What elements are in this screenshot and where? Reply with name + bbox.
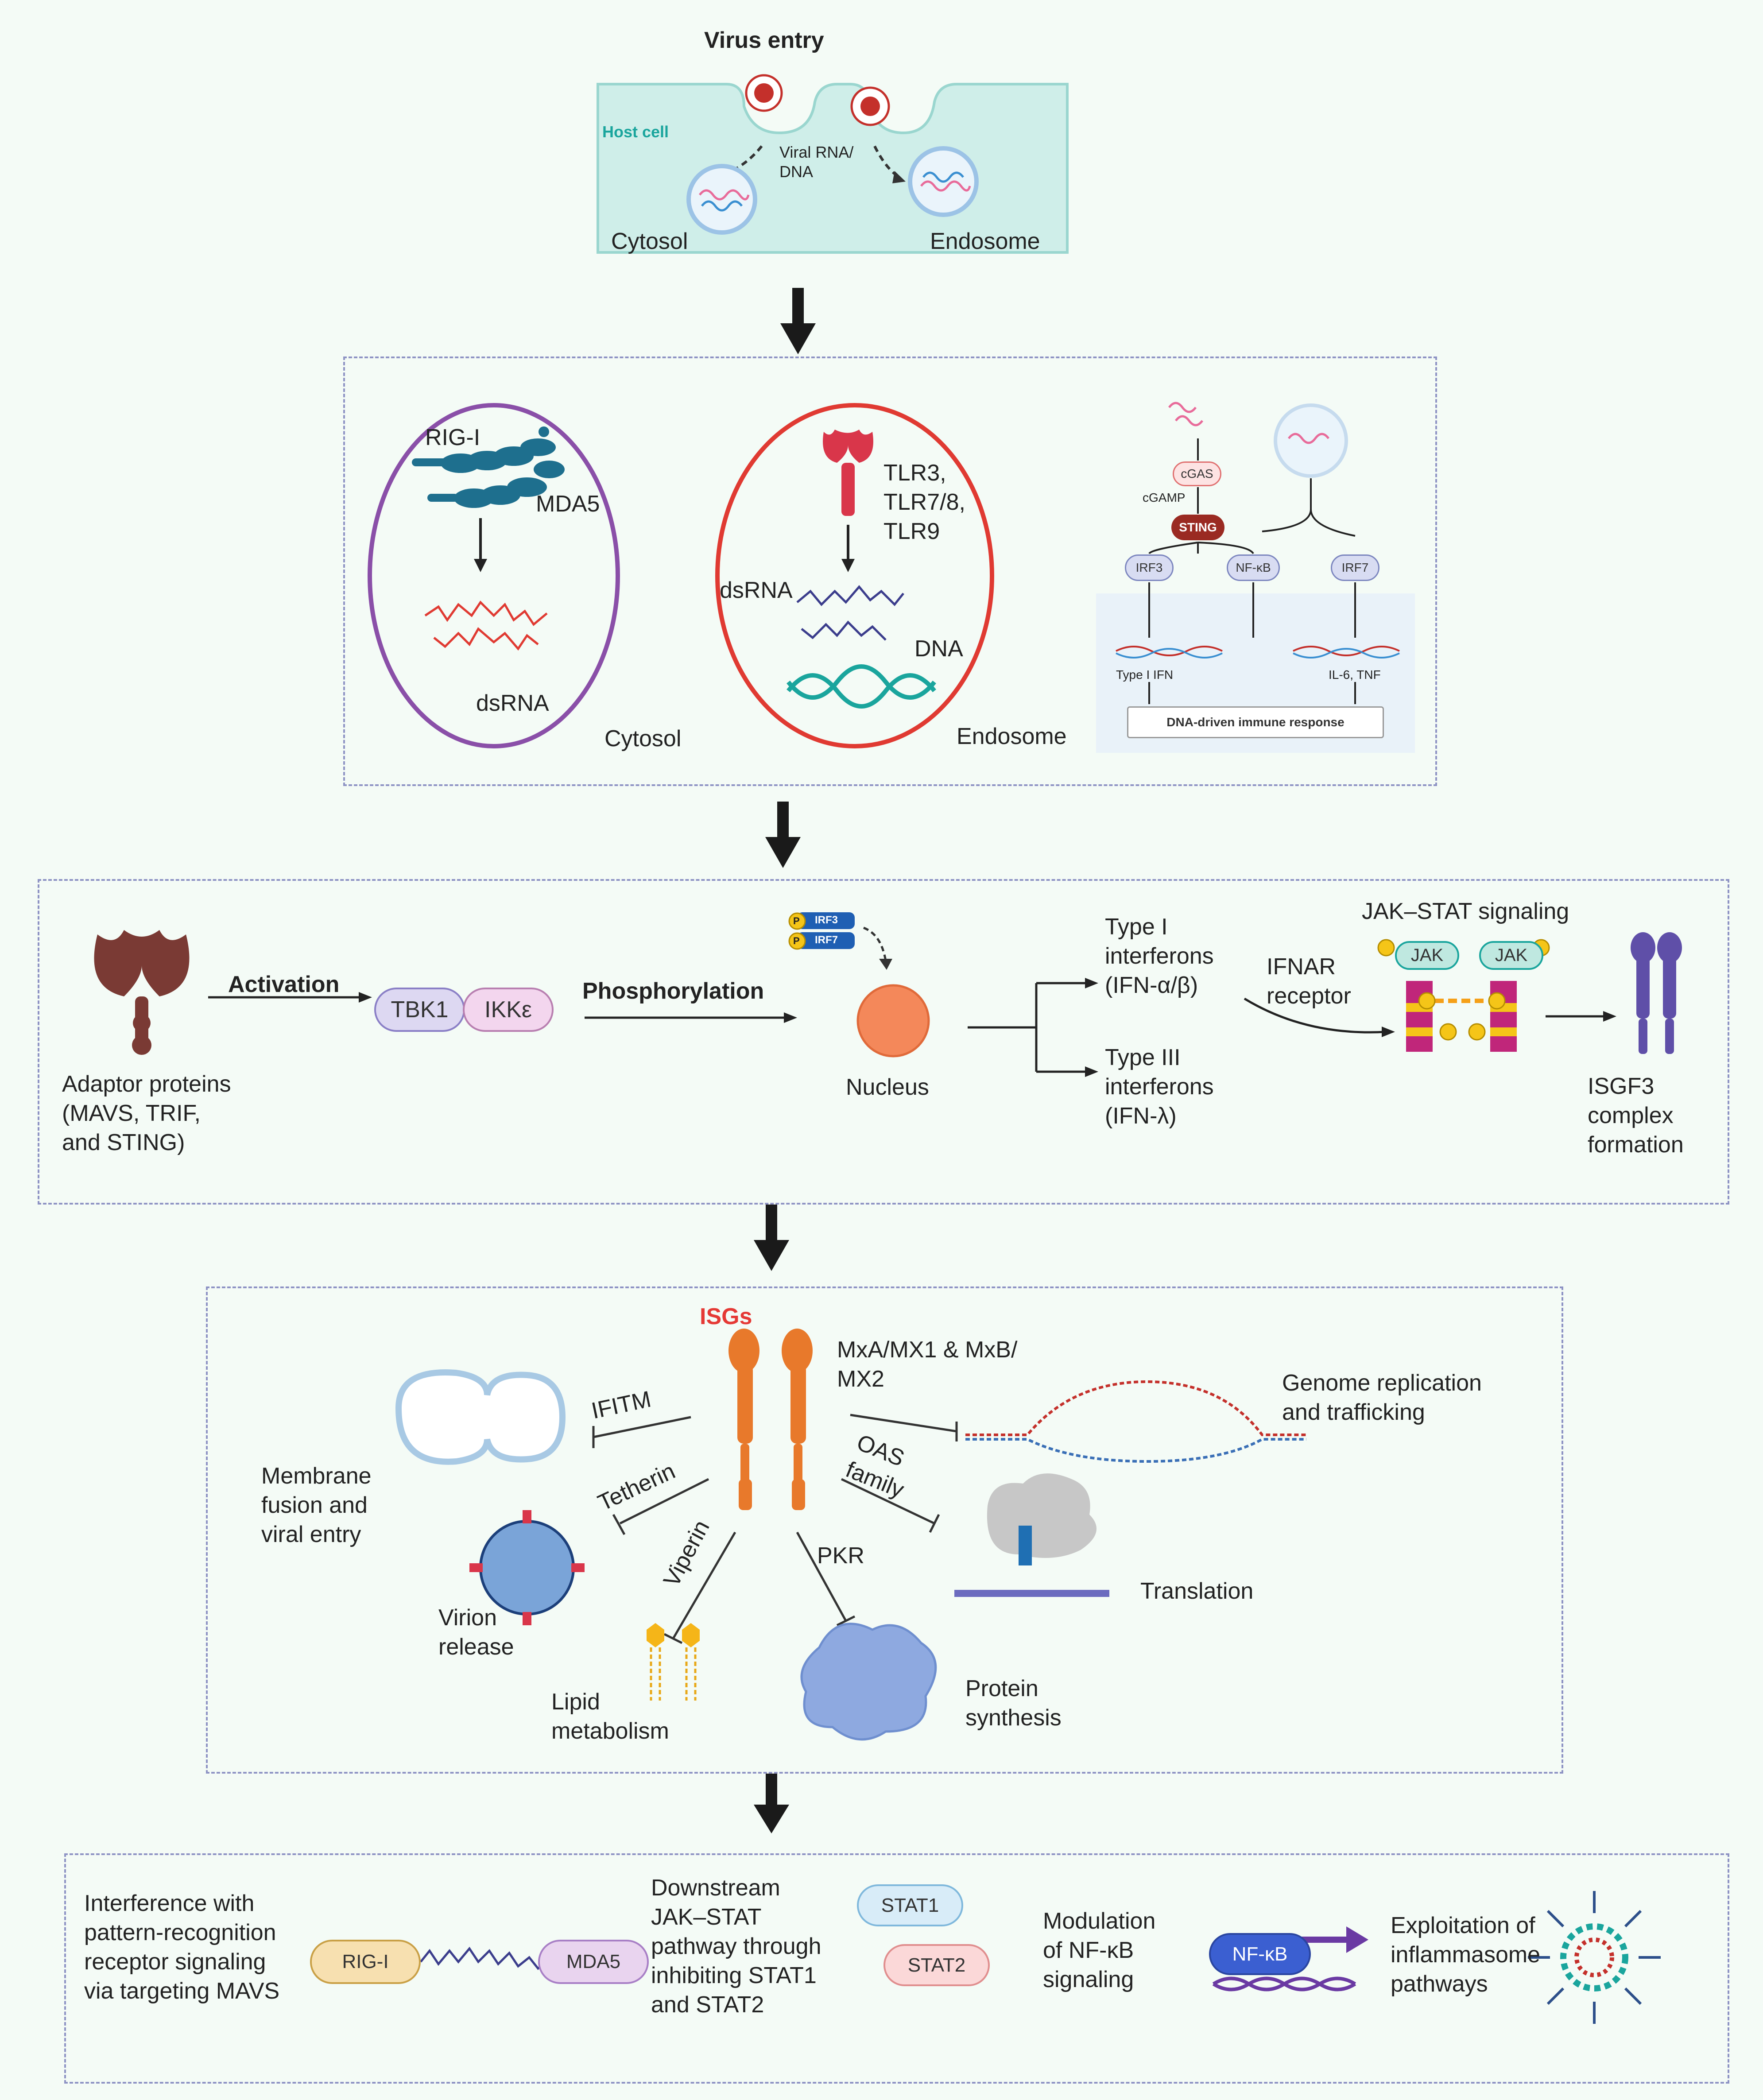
inflammasome-label: Exploitation of inflammasome pathways bbox=[1391, 1913, 1541, 1997]
evasion-panel bbox=[64, 1853, 1729, 2084]
jak-node-right: JAK bbox=[1479, 941, 1543, 970]
jak-stat-label: JAK–STAT signaling bbox=[1362, 899, 1569, 924]
type1-interferons-label: Type I interferons (IFN-α/β) bbox=[1105, 914, 1214, 998]
dna-label: DNA bbox=[914, 636, 963, 662]
pkr-label: PKR bbox=[817, 1543, 864, 1569]
il6-tnf-label: IL-6, TNF bbox=[1329, 668, 1381, 682]
virion-release-label: Virion release bbox=[438, 1605, 514, 1660]
cgamp-label: cGAMP bbox=[1143, 491, 1186, 504]
translation-label: Translation bbox=[1140, 1578, 1254, 1604]
stat1-pill: STAT1 bbox=[857, 1884, 963, 1926]
mda5-pill: MDA5 bbox=[538, 1940, 649, 1984]
irf7-node-mini: IRF7 bbox=[1331, 554, 1379, 581]
isgs-title: ISGs bbox=[700, 1304, 752, 1329]
tbk1-node: TBK1 bbox=[374, 988, 465, 1032]
endosome-label-panel: Endosome bbox=[957, 724, 1067, 749]
activation-label: Activation bbox=[228, 972, 340, 997]
protein-synthesis-label: Protein synthesis bbox=[965, 1676, 1062, 1731]
downstream-label: Downstream JAK–STAT pathway through inhi… bbox=[651, 1875, 821, 2018]
dsrna-endosome-label: dsRNA bbox=[720, 577, 793, 603]
isgs-panel bbox=[206, 1286, 1563, 1774]
mda5-label: MDA5 bbox=[536, 491, 600, 517]
type1-ifn-mini-label: Type I IFN bbox=[1116, 668, 1174, 682]
irf3-label: IRF3 bbox=[815, 914, 838, 926]
adaptor-proteins-label: Adaptor proteins (MAVS, TRIF, and STING) bbox=[62, 1071, 231, 1155]
genome-replication-label: Genome replication and trafficking bbox=[1282, 1370, 1482, 1425]
recognition-panel bbox=[343, 356, 1437, 786]
jak-node-left: JAK bbox=[1395, 941, 1459, 970]
cytosol-label-top: Cytosol bbox=[611, 229, 688, 254]
rig-i-label: RIG-I bbox=[425, 425, 480, 450]
endosome-label-top: Endosome bbox=[930, 229, 1040, 254]
isgf3-label: ISGF3 complex formation bbox=[1588, 1073, 1684, 1158]
lipid-metabolism-label: Lipid metabolism bbox=[551, 1689, 669, 1744]
viral-rna-label: Viral RNA/ DNA bbox=[779, 143, 854, 181]
stat2-pill: STAT2 bbox=[883, 1944, 990, 1986]
phospho-p-2: P bbox=[793, 935, 800, 946]
tlr-label: TLR3, TLR7/8, TLR9 bbox=[883, 460, 965, 544]
nucleus-label: Nucleus bbox=[846, 1074, 929, 1100]
irf3-node-mini: IRF3 bbox=[1125, 554, 1174, 581]
ikke-node: IKKε bbox=[463, 988, 554, 1032]
phospho-p-1: P bbox=[793, 915, 800, 926]
nfkb-node-mini: NF-κB bbox=[1227, 554, 1280, 581]
phosphorylation-label: Phosphorylation bbox=[582, 978, 764, 1004]
nfkb-modulation-label: Modulation of NF-κB signaling bbox=[1043, 1908, 1156, 1992]
nfkb-pill: NF-κB bbox=[1209, 1933, 1311, 1975]
signaling-panel bbox=[38, 879, 1729, 1205]
isgs-graphics bbox=[395, 1329, 1306, 1741]
virus-entry-title: Virus entry bbox=[704, 27, 824, 53]
cytosol-label-panel: Cytosol bbox=[604, 726, 682, 752]
cgas-node: cGAS bbox=[1173, 461, 1221, 486]
dsrna-cytosol-label: dsRNA bbox=[476, 690, 549, 716]
sting-node: STING bbox=[1171, 515, 1224, 540]
dna-response-box: DNA-driven immune response bbox=[1127, 706, 1384, 738]
type3-interferons-label: Type III interferons (IFN-λ) bbox=[1105, 1045, 1214, 1129]
host-cell-label: Host cell bbox=[602, 123, 669, 141]
rig-i-pill: RIG-I bbox=[310, 1940, 421, 1984]
signaling-graphics bbox=[94, 912, 1682, 1077]
irf7-label: IRF7 bbox=[815, 934, 838, 946]
interference-label: Interference with pattern-recognition re… bbox=[84, 1891, 280, 2004]
mx-label: MxA/MX1 & MxB/ MX2 bbox=[837, 1337, 1018, 1392]
ifnar-receptor-label: IFNAR receptor bbox=[1267, 954, 1351, 1009]
host-cell-illustration bbox=[597, 74, 1069, 254]
membrane-fusion-label: Membrane fusion and viral entry bbox=[261, 1463, 372, 1547]
